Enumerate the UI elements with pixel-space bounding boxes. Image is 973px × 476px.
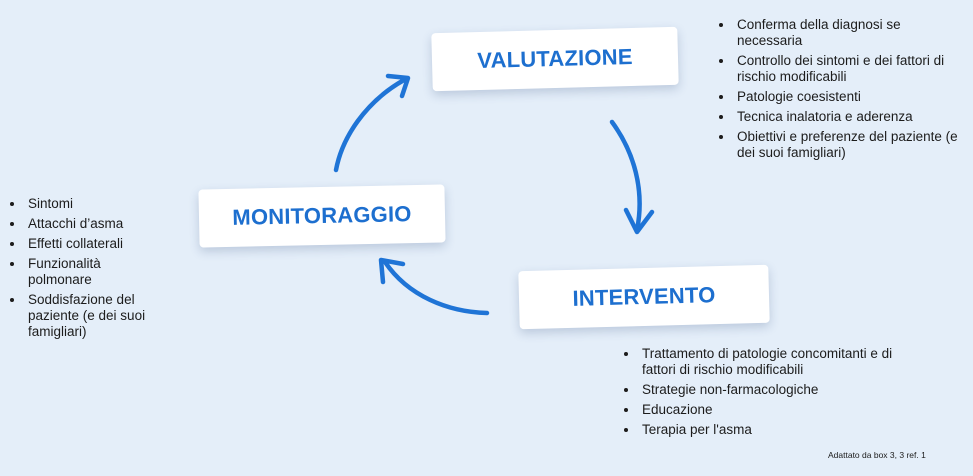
list-item: Effetti collaterali bbox=[4, 236, 164, 252]
list-item: Controllo dei sintomi e dei fattori di r… bbox=[713, 53, 963, 85]
monitoraggio-title: MONITORAGGIO bbox=[232, 201, 412, 230]
list-item: Strategie non-farmacologiche bbox=[618, 382, 918, 398]
intervento-title: INTERVENTO bbox=[572, 282, 716, 311]
intervento-card: INTERVENTO bbox=[518, 264, 770, 330]
list-item: Soddisfazione del paziente (e dei suoi f… bbox=[4, 292, 164, 340]
arrow-intervento-to-monitoraggio bbox=[378, 257, 490, 316]
list-item: Terapia per l'asma bbox=[618, 422, 918, 438]
monitoraggio-card: MONITORAGGIO bbox=[198, 184, 446, 248]
list-item: Funzionalità polmonare bbox=[4, 256, 164, 288]
valutazione-card: VALUTAZIONE bbox=[431, 26, 679, 92]
valutazione-list: Conferma della diagnosi se necessaria Co… bbox=[713, 17, 963, 165]
list-item: Obiettivi e preferenze del paziente (e d… bbox=[713, 129, 963, 161]
monitoraggio-list: Sintomi Attacchi d’asma Effetti collater… bbox=[4, 196, 164, 344]
valutazione-title: VALUTAZIONE bbox=[476, 43, 633, 74]
arrow-valutazione-to-intervento bbox=[609, 119, 655, 235]
list-item: Patologie coesistenti bbox=[713, 89, 963, 105]
arrow-monitoraggio-to-valutazione bbox=[333, 73, 411, 173]
list-item: Trattamento di patologie concomitanti e … bbox=[618, 346, 918, 378]
list-item: Educazione bbox=[618, 402, 918, 418]
source-note: Adattato da box 3, 3 ref. 1 bbox=[828, 450, 926, 460]
intervento-list: Trattamento di patologie concomitanti e … bbox=[618, 346, 918, 442]
list-item: Sintomi bbox=[4, 196, 164, 212]
list-item: Attacchi d’asma bbox=[4, 216, 164, 232]
list-item: Tecnica inalatoria e aderenza bbox=[713, 109, 963, 125]
list-item: Conferma della diagnosi se necessaria bbox=[713, 17, 963, 49]
